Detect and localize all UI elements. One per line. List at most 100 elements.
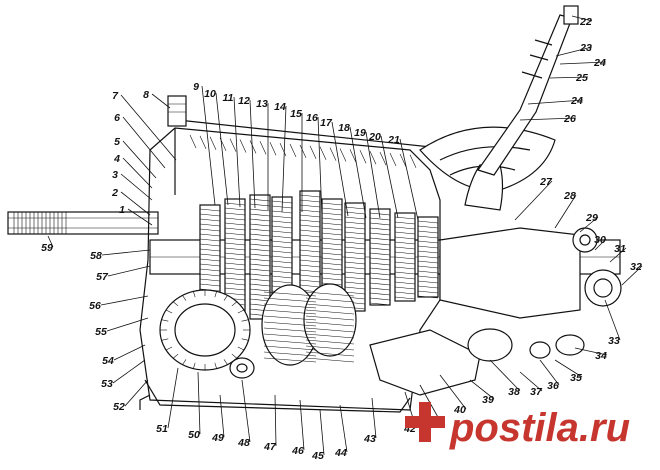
callout-leader bbox=[201, 85, 216, 206]
callout-number: 59 bbox=[41, 242, 53, 254]
callout-leader bbox=[574, 347, 608, 356]
callout-leader bbox=[215, 92, 229, 206]
callout-29: 28 bbox=[554, 190, 577, 229]
callout-25: 25 bbox=[549, 72, 589, 84]
callout-leader bbox=[319, 409, 325, 456]
callout-number: 27 bbox=[539, 176, 553, 188]
callout-leader bbox=[331, 121, 349, 217]
callout-number: 57 bbox=[96, 271, 109, 283]
callout-number: 49 bbox=[211, 432, 224, 444]
callout-number: 16 bbox=[306, 112, 318, 124]
callout-number: 55 bbox=[95, 326, 107, 338]
callout-number: 19 bbox=[354, 127, 366, 139]
callout-9: 9 bbox=[193, 81, 216, 206]
callout-leader bbox=[101, 249, 151, 256]
callout-leader bbox=[197, 371, 201, 435]
callout-leader bbox=[127, 208, 153, 226]
callout-44: 43 bbox=[363, 397, 377, 445]
callout-54: 53 bbox=[101, 359, 146, 390]
callout-number: 45 bbox=[311, 450, 324, 462]
callout-4: 4 bbox=[113, 153, 153, 189]
callout-leader bbox=[399, 138, 419, 221]
callout-35: 34 bbox=[574, 347, 608, 362]
watermark: postila.ru bbox=[405, 402, 630, 450]
callout-number: 47 bbox=[263, 441, 277, 453]
callout-number: 53 bbox=[101, 378, 113, 390]
callout-number: 4 bbox=[113, 153, 120, 165]
callout-37: 36 bbox=[539, 359, 560, 392]
callout-number: 21 bbox=[387, 134, 400, 146]
callout-11: 11 bbox=[223, 92, 241, 208]
callout-number: 20 bbox=[368, 131, 381, 143]
callout-leader bbox=[124, 379, 149, 407]
callout-number: 37 bbox=[530, 386, 543, 398]
callout-22: 22 bbox=[571, 15, 593, 28]
callout-leader bbox=[519, 371, 543, 392]
callout-16: 16 bbox=[306, 112, 323, 217]
watermark-text: postila.ru bbox=[449, 406, 630, 450]
callout-leader bbox=[241, 379, 251, 443]
callout-number: 35 bbox=[570, 372, 582, 384]
callout-leader bbox=[555, 46, 593, 57]
callout-number: 54 bbox=[102, 355, 114, 367]
callout-leader bbox=[120, 94, 177, 161]
callout-number: 29 bbox=[585, 212, 598, 224]
callout-number: 22 bbox=[579, 16, 592, 28]
callout-number: 56 bbox=[89, 300, 101, 312]
callout-leader bbox=[299, 399, 305, 451]
callout-number: 2 bbox=[111, 187, 118, 199]
callout-leader bbox=[122, 157, 153, 189]
callout-24: 24 bbox=[559, 57, 607, 69]
callout-leader bbox=[106, 317, 149, 332]
callout-number: 13 bbox=[256, 98, 268, 110]
callout-30: 29 bbox=[579, 212, 599, 233]
callout-26: 24 bbox=[527, 95, 584, 107]
callout-number: 39 bbox=[482, 394, 494, 406]
callout-46: 45 bbox=[311, 409, 325, 462]
callout-number: 30 bbox=[594, 234, 606, 246]
callout-31: 30 bbox=[594, 234, 607, 251]
callout-leader bbox=[559, 61, 607, 65]
callout-leader bbox=[349, 126, 367, 219]
callout-number: 1 bbox=[119, 204, 125, 216]
callout-leader bbox=[554, 359, 583, 378]
callout-leader bbox=[469, 379, 495, 400]
callout-leader bbox=[594, 238, 607, 251]
callout-1: 1 bbox=[119, 204, 153, 226]
callout-60: 59 bbox=[41, 235, 54, 254]
callout-leader bbox=[122, 116, 166, 169]
callout-33: 32 bbox=[621, 261, 643, 286]
callout-leader bbox=[571, 15, 593, 22]
callout-leader bbox=[554, 194, 577, 229]
callout-14: 14 bbox=[274, 101, 287, 213]
callout-number: 24 bbox=[570, 95, 583, 107]
callout-leader bbox=[527, 99, 584, 105]
callout-leader bbox=[233, 96, 241, 208]
callout-32: 31 bbox=[609, 243, 627, 263]
cross-icon bbox=[405, 402, 445, 442]
callout-number: 48 bbox=[237, 437, 250, 449]
callout-number: 38 bbox=[508, 386, 520, 398]
callout-19: 19 bbox=[354, 127, 381, 219]
callout-6: 6 bbox=[114, 112, 166, 169]
callout-51: 50 bbox=[188, 371, 201, 441]
callout-leader bbox=[519, 117, 577, 121]
callout-3: 3 bbox=[112, 169, 153, 201]
callout-number: 6 bbox=[114, 112, 120, 124]
callout-21: 21 bbox=[387, 134, 419, 221]
callout-5: 5 bbox=[114, 136, 157, 179]
callout-leader bbox=[274, 394, 277, 447]
callout-number: 12 bbox=[238, 95, 250, 107]
callout-41: 40 bbox=[439, 374, 467, 416]
callout-leader bbox=[122, 140, 157, 179]
callout-leader bbox=[112, 359, 146, 384]
callout-leader bbox=[371, 397, 377, 439]
callout-23: 23 bbox=[555, 42, 593, 57]
callout-leader bbox=[167, 367, 179, 429]
callout-leader bbox=[365, 131, 381, 219]
callout-57: 56 bbox=[89, 295, 149, 312]
callout-38: 37 bbox=[519, 371, 543, 398]
callout-48: 47 bbox=[263, 394, 277, 453]
callout-number: 31 bbox=[614, 243, 626, 255]
